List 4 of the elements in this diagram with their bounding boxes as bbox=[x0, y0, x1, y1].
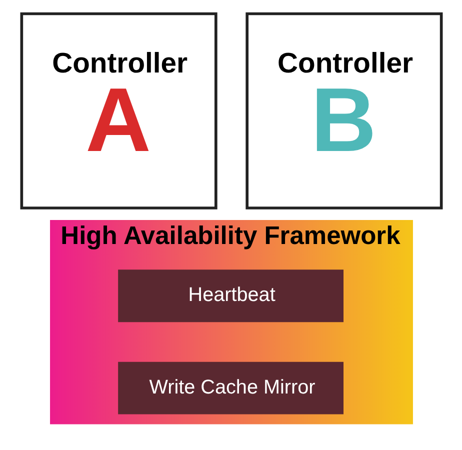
node-box: Controller B bbox=[245, 12, 442, 210]
node-box: Controller A bbox=[20, 12, 217, 210]
node-box: Heartbeat bbox=[118, 270, 343, 322]
node-box: Write Cache Mirror bbox=[118, 362, 343, 414]
